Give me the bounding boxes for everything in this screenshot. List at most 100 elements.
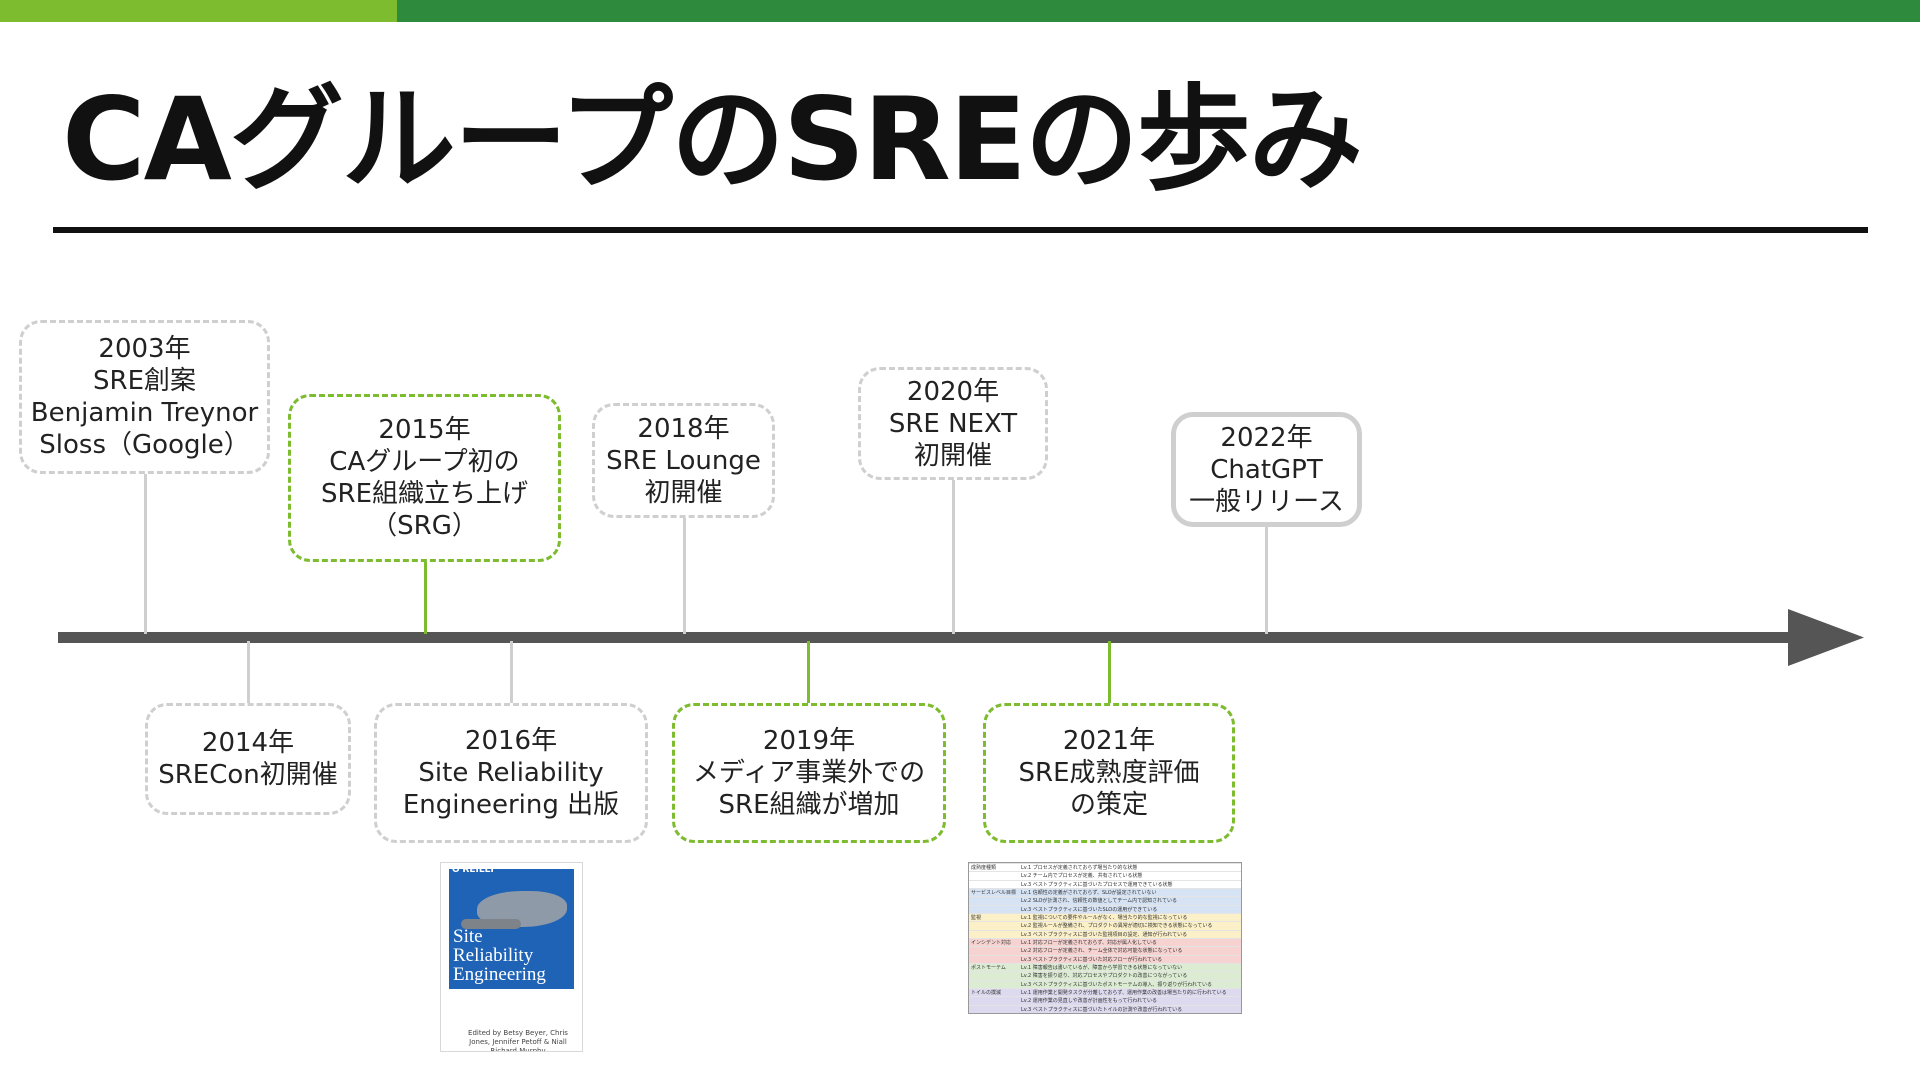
maturity-table-text: Lv.1 対応フローが定義されておらず、対応が属人化している [1021,940,1157,946]
maturity-table-row: Lv.3 ベストプラクティスに基づいた監視項目の設定、通知が行われている [969,929,1241,939]
event-2022-line-3: 一般リリース [1189,486,1344,517]
event-2021-line-3: の策定 [1069,790,1148,820]
maturity-table-row: Lv.2 対応フローが定義され、チーム全体で対応可能な状態になっている [969,946,1241,956]
maturity-table-text: Lv.2 監視ルールが整備され、プロダクトの異常が適切に検知できる状態になってい… [1021,923,1213,930]
maturity-table-text: Lv.2 障害を振り返り、対応プロセスやプロダクトの改善につながっている [1021,973,1188,980]
event-2015: 2015年 CAグループ初の SRE組織立ち上げ （SRG） [288,394,561,562]
maturity-table-category: サービスレベル目標 [971,890,1017,896]
event-2022: 2022年 ChatGPT 一般リリース [1171,412,1362,527]
connector-2020 [952,480,955,634]
book-cover-band [449,869,574,989]
maturity-table-row: ポストモーテム Lv.1 障害報告は書いているが、障害から学習できる状態になってい… [969,963,1241,973]
maturity-table-category: ポストモーテム [971,965,1006,971]
timeline-line [58,632,1794,643]
maturity-table-row: サービスレベル目標 Lv.1 信頼性の定義がされておらず、SLOが設定されていない [969,888,1241,898]
maturity-table-row: 監視 Lv.1 監視についての要件やルールがなく、場当たり的な監視になっている [969,913,1241,923]
maturity-table-row: Lv.2 運用作業の見直しや改善が計画性をもって行われている [969,996,1241,1006]
timeline-arrowhead [1788,609,1864,666]
event-2003-line-2: SRE創案 [93,366,196,396]
event-2018: 2018年 SRE Lounge 初開催 [592,403,775,518]
event-2016-line-2: Site Reliability [418,758,604,788]
connector-2022 [1265,527,1268,634]
maturity-table-text: Lv.3 ベストプラクティスに基づいた監視項目の設定、通知が行われている [1021,931,1188,938]
event-2020-line-1: 2020年 [906,376,1000,407]
event-2016-line-3: Engineering 出版 [402,790,620,820]
event-2021-line-1: 2021年 [1062,726,1156,756]
event-2015-line-2: CAグループ初の [329,447,520,477]
maturity-table-row: 成熟度種類 Lv.1 プロセスが定義されておらず場当たり的な状態 [969,863,1241,873]
connector-2018 [683,518,686,634]
maturity-table-category: 成熟度種類 [971,865,997,871]
top-accent-bar-light [0,0,397,22]
event-2014: 2014年 SRECon初開催 [145,703,351,815]
maturity-table-row: Lv.3 ベストプラクティスに基づいたポストモーテムの導入、振り返りが行われてい… [969,979,1241,989]
event-2019: 2019年 メディア事業外での SRE組織が増加 [672,703,946,843]
book-title-line-3: Engineering [453,964,546,985]
event-2003-line-1: 2003年 [98,334,191,364]
maturity-table-text: Lv.2 SLOが計測され、信頼性の数値としてチーム内で認知されている [1021,898,1178,905]
maturity-table-text: Lv.3 ベストプラクティスに基づいたSLOの運用ができている [1021,906,1158,913]
event-2014-line-1: 2014年 [201,728,295,758]
maturity-table-row: Lv.2 監視ルールが整備され、プロダクトの異常が適切に検知できる状態になってい… [969,921,1241,931]
maturity-table-text: Lv.3 ベストプラクティスに基づいたプロセスで運用できている状態 [1021,881,1173,888]
event-2015-line-4: （SRG） [371,511,478,541]
event-2003-line-3: Benjamin Treynor [30,398,259,428]
maturity-table-category: トイルの撲滅 [971,990,1002,996]
maturity-table-text: Lv.1 信頼性の定義がされておらず、SLOが設定されていない [1021,890,1157,896]
event-2018-line-2: SRE Lounge [606,445,761,476]
event-2022-line-1: 2022年 [1220,422,1313,453]
maturity-table-category: インシデント対応 [971,940,1012,946]
maturity-table-text: Lv.1 プロセスが定義されておらず場当たり的な状態 [1021,865,1138,871]
connector-2014 [247,641,250,703]
event-2016: 2016年 Site Reliability Engineering 出版 [374,703,648,843]
event-2020: 2020年 SRE NEXT 初開催 [858,367,1048,480]
book-title-line-1: Site [453,926,483,947]
maturity-table-text: Lv.2 対応フローが定義され、チーム全体で対応可能な状態になっている [1021,948,1183,955]
sre-book-cover: O'REILLY Site Reliability Engineering Ed… [440,862,583,1052]
maturity-table-row: インシデント対応 Lv.1 対応フローが定義されておらず、対応が属人化している [969,938,1241,948]
event-2015-line-3: SRE組織立ち上げ [321,479,528,509]
event-2021-line-2: SRE成熟度評価 [1018,758,1200,788]
sre-maturity-table-thumbnail: 成熟度種類 Lv.1 プロセスが定義されておらず場当たり的な状態 Lv.2 チーム内… [968,862,1242,1014]
connector-2003 [144,474,147,634]
event-2021: 2021年 SRE成熟度評価 の策定 [983,703,1235,843]
event-2022-line-2: ChatGPT [1210,454,1323,485]
connector-2019 [807,641,810,703]
connector-2015 [424,562,427,634]
event-2019-line-3: SRE組織が増加 [718,790,900,820]
maturity-table-row: Lv.3 ベストプラクティスに基づいた対応フローが行われている [969,954,1241,964]
book-title: Site Reliability Engineering [453,927,546,984]
title-underline [53,227,1868,233]
event-2003-line-4: Sloss（Google） [39,430,250,460]
maturity-table-row: Lv.2 障害を振り返り、対応プロセスやプロダクトの改善につながっている [969,971,1241,981]
maturity-table-text: Lv.2 チーム内でプロセスが定義、共有されている状態 [1021,873,1143,880]
maturity-table-row: Lv.3 ベストプラクティスに基づいたプロセスで運用できている状態 [969,879,1241,889]
event-2018-line-1: 2018年 [637,413,730,444]
maturity-table-row: Lv.3 ベストプラクティスに基づいたSLOの運用ができている [969,904,1241,914]
event-2018-line-3: 初開催 [644,477,723,508]
branch-illustration [461,919,521,929]
book-publisher: O'REILLY [452,865,496,875]
slide-title: CAグループのSREの歩み [62,73,1363,206]
event-2019-line-1: 2019年 [762,726,856,756]
book-title-line-2: Reliability [453,945,534,966]
top-accent-bar-dark [397,0,1920,22]
maturity-table-row: Lv.2 チーム内でプロセスが定義、共有されている状態 [969,871,1241,881]
maturity-table-text: Lv.2 運用作業の見直しや改善が計画性をもって行われている [1021,998,1158,1005]
maturity-table-row: Lv.2 SLOが計測され、信頼性の数値としてチーム内で認知されている [969,896,1241,906]
event-2020-line-2: SRE NEXT [888,408,1018,439]
connector-2016 [510,641,513,703]
maturity-table-category: 監視 [971,915,982,921]
maturity-table-text: Lv.1 障害報告は書いているが、障害から学習できる状態になっていない [1021,965,1183,971]
maturity-table-text: Lv.1 運用作業と開発タスクが分離しておらず、運用作業の改善は場当たり的に行わ… [1021,990,1227,996]
book-authors: Edited by Betsy Beyer, Chris Jones, Jenn… [468,1029,568,1052]
maturity-table-text: Lv.1 監視についての要件やルールがなく、場当たり的な監視になっている [1021,915,1188,921]
event-2014-line-2: SRECon初開催 [158,760,338,790]
maturity-table-text: Lv.3 ベストプラクティスに基づいたポストモーテムの導入、振り返りが行われてい… [1021,981,1212,988]
connector-2021 [1108,641,1111,703]
event-2015-line-1: 2015年 [378,415,471,445]
event-2016-line-1: 2016年 [464,726,558,756]
maturity-table-text: Lv.3 ベストプラクティスに基づいたトイルの計測や改善が行われている [1021,1006,1183,1013]
maturity-table-row: Lv.3 ベストプラクティスに基づいたトイルの計測や改善が行われている [969,1004,1241,1013]
